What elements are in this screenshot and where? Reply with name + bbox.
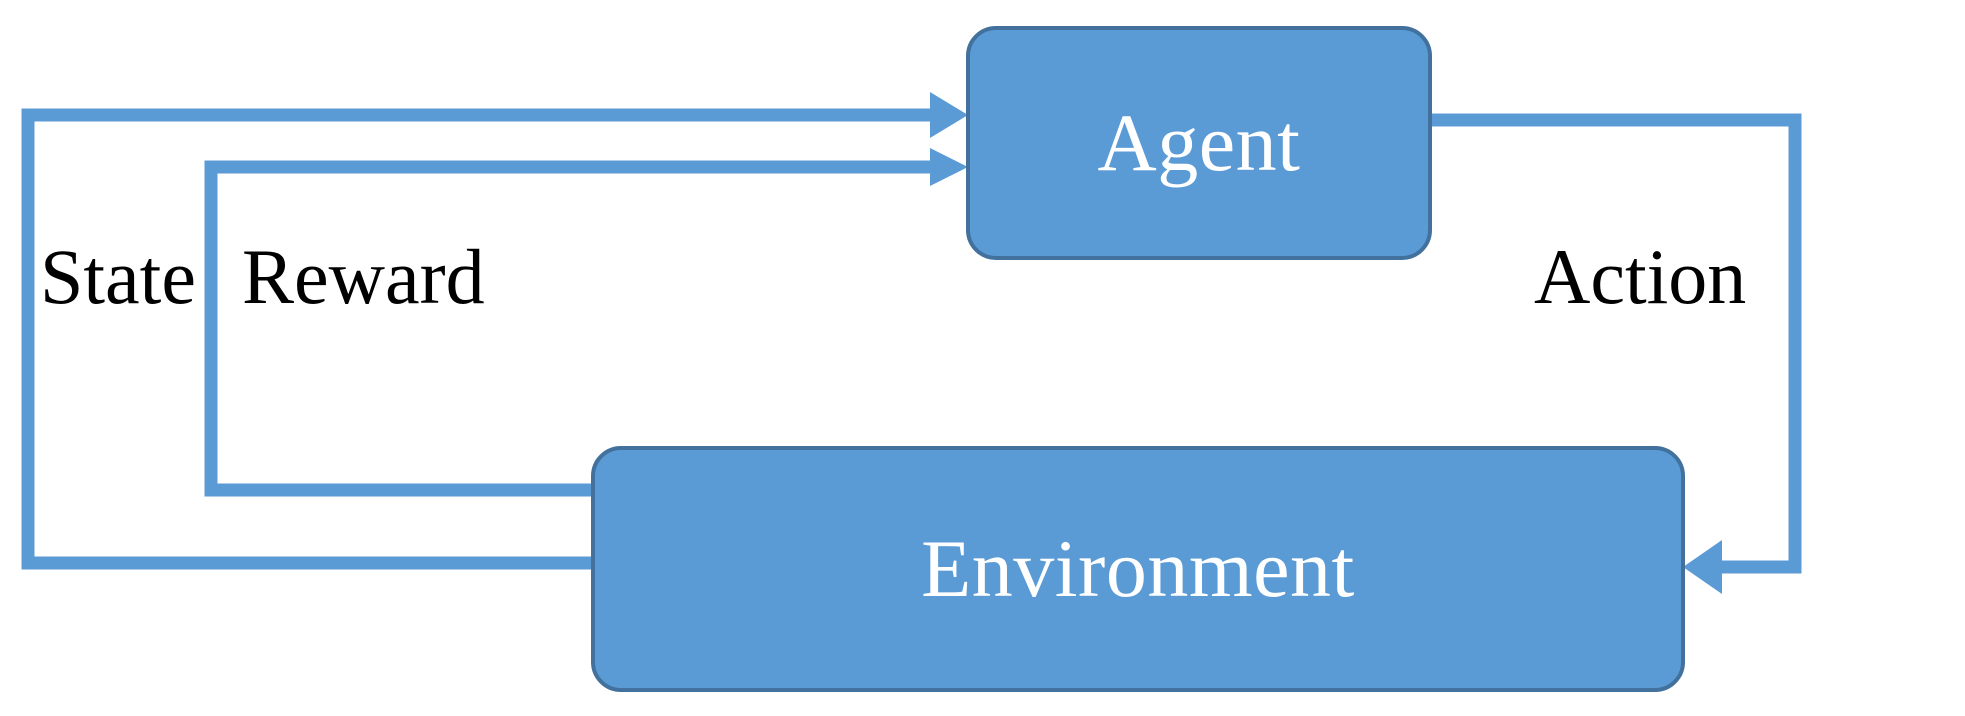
edge-action-connector: [1432, 113, 1802, 594]
edge-label-state: State: [40, 233, 196, 320]
state-arrowhead: [930, 92, 968, 138]
node-agent-label: Agent: [1097, 97, 1301, 188]
edge-reward-connector: [204, 148, 968, 497]
edge-label-reward: Reward: [242, 233, 485, 320]
node-environment-label: Environment: [921, 523, 1355, 614]
node-environment[interactable]: Environment: [591, 446, 1685, 692]
node-agent[interactable]: Agent: [966, 26, 1432, 260]
edge-state-connector: [21, 92, 968, 570]
reward-arrowhead: [930, 148, 968, 186]
edge-label-action: Action: [1534, 233, 1747, 320]
action-arrowhead: [1683, 540, 1722, 594]
